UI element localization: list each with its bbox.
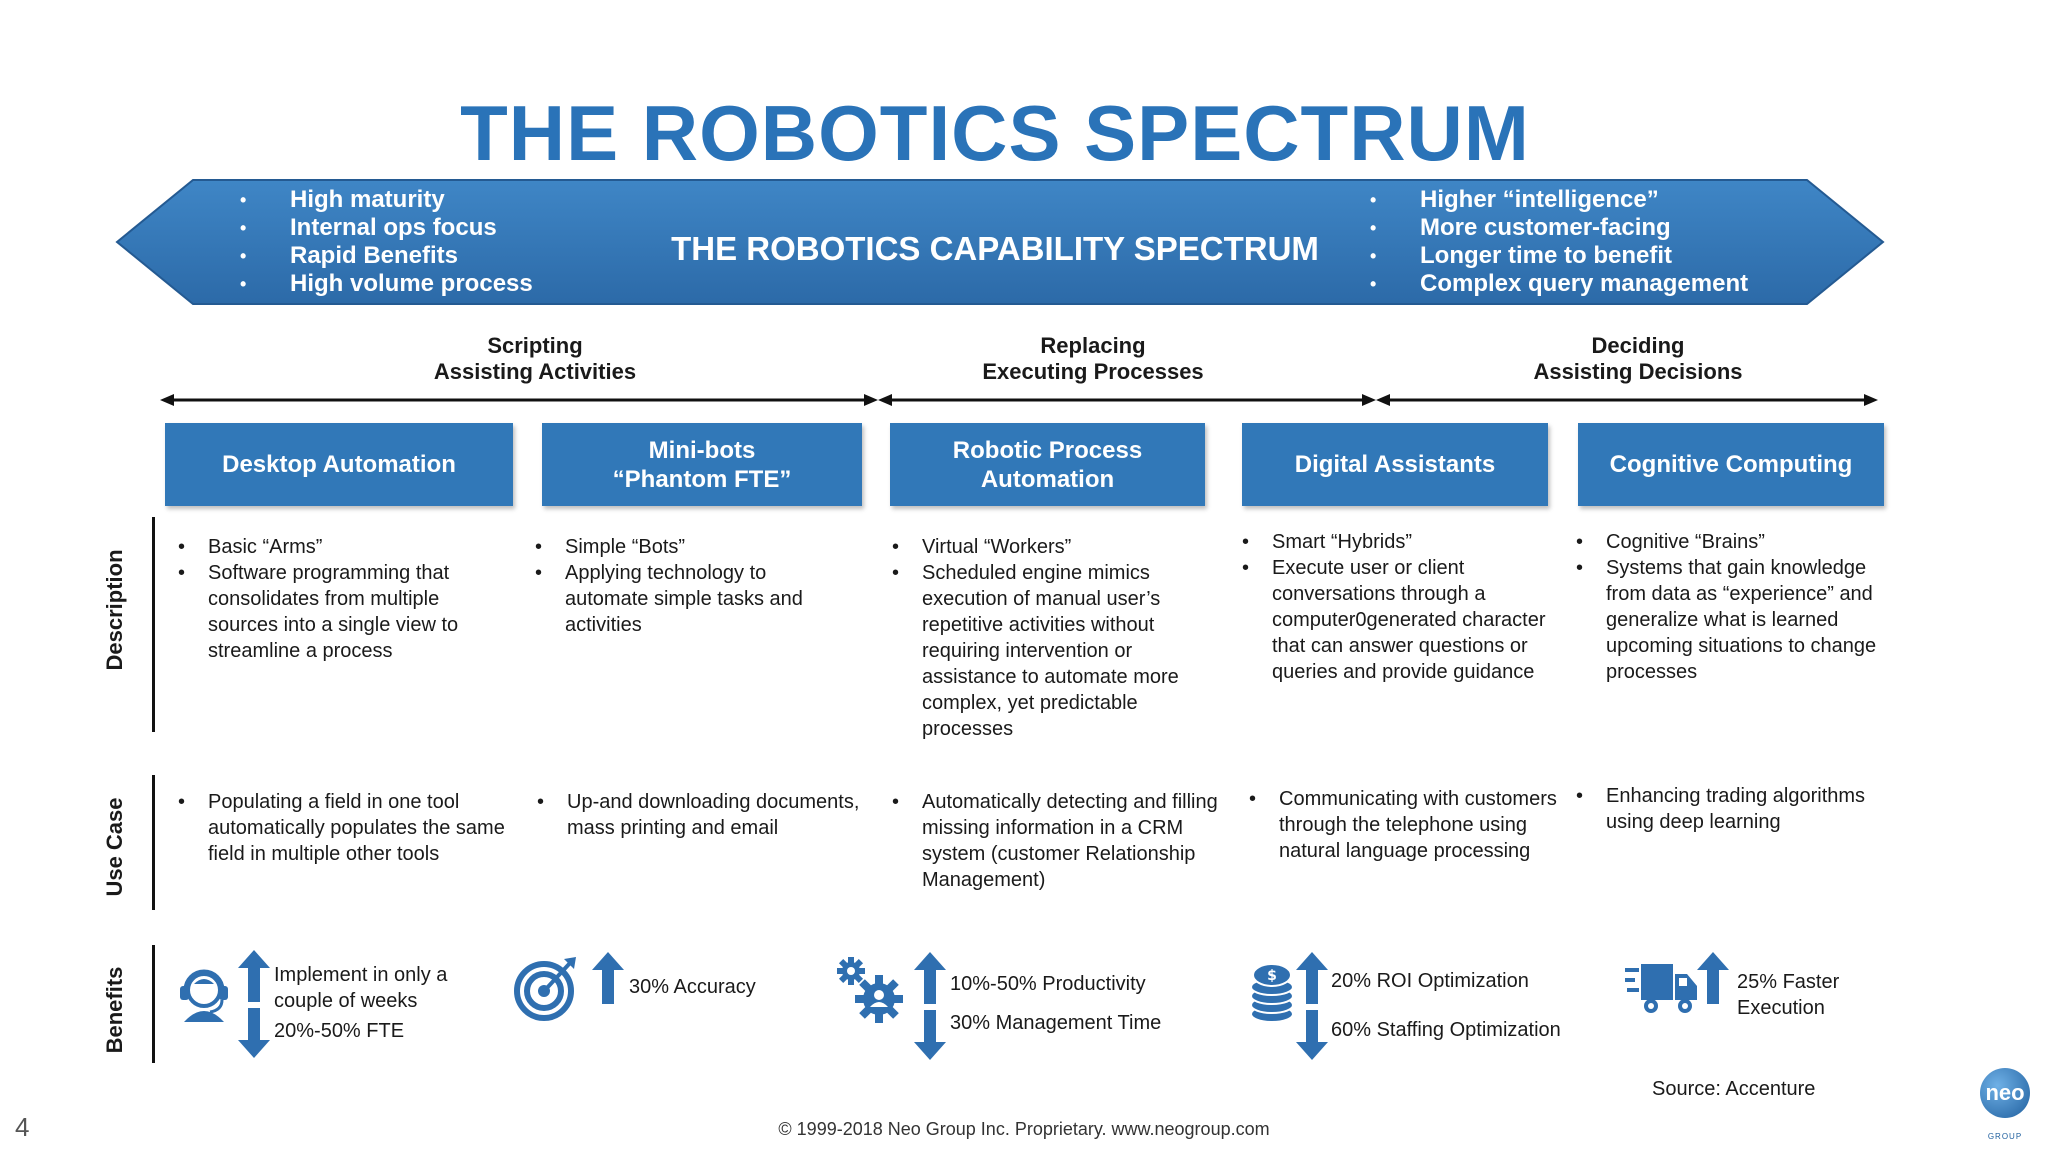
banner-right-item: Complex query management bbox=[1370, 270, 1748, 298]
category-label: Cognitive Computing bbox=[1609, 451, 1853, 478]
use-case-item: Populating a field in one tool automatic… bbox=[178, 789, 508, 867]
category-mini-bots: Mini-bots“Phantom FTE” bbox=[542, 423, 862, 506]
benefit-up-text: 25% Faster Execution bbox=[1737, 971, 1840, 1019]
category-digital-assistants: Digital Assistants bbox=[1242, 423, 1548, 506]
description-item: Systems that gain knowledge from data as… bbox=[1576, 555, 1906, 685]
benefit-up-text: 30% Accuracy bbox=[629, 976, 756, 998]
category-label: Digital Assistants bbox=[1294, 451, 1496, 478]
benefit-arrows-up-down bbox=[914, 952, 946, 1060]
description-list: Cognitive “Brains” Systems that gain kno… bbox=[1576, 529, 1906, 685]
description-item: Software programming that consolidates f… bbox=[178, 560, 508, 664]
description-list: Simple “Bots” Applying technology to aut… bbox=[535, 534, 855, 638]
page-title: THE ROBOTICS SPECTRUM bbox=[460, 89, 1530, 177]
use-case-item: Automatically detecting and filling miss… bbox=[892, 789, 1242, 893]
source-note: Source: Accenture bbox=[1652, 1078, 1816, 1100]
neo-group-logo: neo bbox=[1980, 1068, 2030, 1118]
benefit-down-text: 20%-50% FTE bbox=[274, 1020, 405, 1042]
benefit-up-text: Implement in only a couple of weeks bbox=[274, 964, 448, 1012]
gears-icon bbox=[837, 957, 903, 1023]
target-icon bbox=[514, 957, 576, 1021]
benefit-arrow-up bbox=[1697, 952, 1729, 1004]
phase-replacing: Replacing Executing Processes bbox=[943, 333, 1243, 385]
description-item: Smart “Hybrids” bbox=[1242, 529, 1572, 555]
use-case-list: Communicating with customers through the… bbox=[1249, 786, 1589, 864]
row-divider bbox=[152, 775, 155, 910]
banner-right-list: Higher “intelligence” More customer-faci… bbox=[1370, 186, 1748, 298]
phase-scripting: Scripting Assisting Activities bbox=[385, 333, 685, 385]
benefit-arrow-up bbox=[592, 952, 624, 1004]
category-cognitive-computing: Cognitive Computing bbox=[1578, 423, 1884, 506]
logo-text: neo bbox=[1985, 1080, 2025, 1105]
page-number: 4 bbox=[15, 1112, 30, 1142]
category-sublabel: Automation bbox=[980, 465, 1115, 493]
banner-left-list: High maturity Internal ops focus Rapid B… bbox=[240, 186, 533, 298]
row-divider bbox=[152, 945, 155, 1063]
headset-agent-icon bbox=[180, 969, 228, 1022]
svg-text:$: $ bbox=[1267, 968, 1277, 984]
category-desktop-automation: Desktop Automation bbox=[165, 423, 513, 506]
phase-deciding: Deciding Assisting Decisions bbox=[1488, 333, 1788, 385]
use-case-item: Up-and downloading documents, mass print… bbox=[537, 789, 867, 841]
banner-left-item: Internal ops focus bbox=[240, 214, 533, 242]
benefit-up-text: 20% ROI Optimization bbox=[1331, 970, 1529, 992]
banner-left-item: Rapid Benefits bbox=[240, 242, 533, 270]
description-list: Smart “Hybrids” Execute user or client c… bbox=[1242, 529, 1572, 685]
benefit-arrows-up-down bbox=[1296, 952, 1328, 1060]
description-list: Basic “Arms” Software programming that c… bbox=[178, 534, 508, 664]
phase-subtitle: Executing Processes bbox=[982, 359, 1204, 384]
description-item: Virtual “Workers” bbox=[892, 534, 1212, 560]
description-item: Scheduled engine mimics execution of man… bbox=[892, 560, 1212, 742]
copyright-footer: © 1999-2018 Neo Group Inc. Proprietary. … bbox=[778, 1119, 1270, 1139]
phase-subtitle: Assisting Decisions bbox=[1533, 359, 1743, 384]
banner-left-item: High volume process bbox=[240, 270, 533, 298]
phase-title: Deciding bbox=[1591, 333, 1685, 358]
use-case-list: Automatically detecting and filling miss… bbox=[892, 789, 1242, 893]
banner-left-item: High maturity bbox=[240, 186, 533, 214]
use-case-item: Communicating with customers through the… bbox=[1249, 786, 1589, 864]
category-label: Desktop Automation bbox=[222, 451, 456, 478]
phase-arrows bbox=[160, 394, 1878, 406]
row-label-benefits: Benefits bbox=[102, 966, 127, 1054]
logo-subtext: GROUP bbox=[1987, 1132, 2023, 1141]
description-item: Basic “Arms” bbox=[178, 534, 508, 560]
phase-title: Scripting bbox=[487, 333, 583, 358]
benefit-arrows-up-down bbox=[238, 950, 270, 1058]
use-case-list: Up-and downloading documents, mass print… bbox=[537, 789, 867, 841]
description-item: Cognitive “Brains” bbox=[1576, 529, 1906, 555]
benefit-up-text: 10%-50% Productivity bbox=[950, 973, 1146, 995]
use-case-list: Populating a field in one tool automatic… bbox=[178, 789, 508, 867]
use-case-item: Enhancing trading algorithms using deep … bbox=[1576, 783, 1906, 835]
description-item: Execute user or client conversations thr… bbox=[1242, 555, 1572, 685]
phase-subtitle: Assisting Activities bbox=[433, 359, 637, 384]
row-divider bbox=[152, 517, 155, 732]
description-item: Applying technology to automate simple t… bbox=[535, 560, 855, 638]
coins-icon: $ bbox=[1250, 963, 1294, 1023]
category-label: Robotic Process bbox=[952, 436, 1143, 464]
banner-right-item: Longer time to benefit bbox=[1370, 242, 1748, 270]
banner-right-item: Higher “intelligence” bbox=[1370, 186, 1748, 214]
description-list: Virtual “Workers” Scheduled engine mimic… bbox=[892, 534, 1212, 742]
category-label: Mini-bots bbox=[648, 436, 756, 464]
row-label-description: Description bbox=[102, 549, 127, 671]
banner-center-title: THE ROBOTICS CAPABILITY SPECTRUM bbox=[671, 230, 1319, 267]
benefit-down-text: 30% Management Time bbox=[950, 1012, 1162, 1034]
phase-title: Replacing bbox=[1040, 333, 1146, 358]
use-case-list: Enhancing trading algorithms using deep … bbox=[1576, 783, 1906, 835]
banner-right-item: More customer-facing bbox=[1370, 214, 1748, 242]
benefit-down-text: 60% Staffing Optimization bbox=[1331, 1019, 1561, 1041]
description-item: Simple “Bots” bbox=[535, 534, 855, 560]
fast-truck-icon bbox=[1625, 964, 1697, 1013]
category-sublabel: “Phantom FTE” bbox=[612, 465, 792, 493]
